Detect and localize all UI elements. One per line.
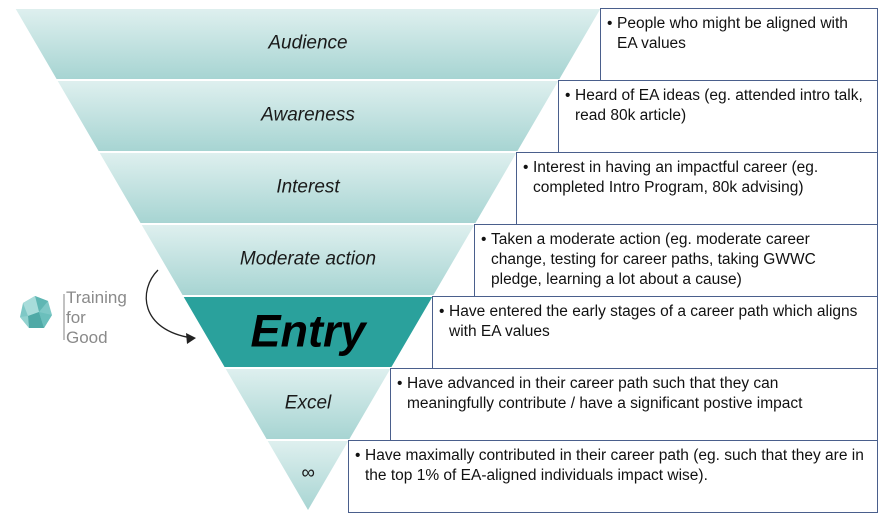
description-text: Heard of EA ideas (eg. attended intro ta… [575,87,863,124]
stage-label: ∞ [301,462,315,484]
stage-description: •Interest in having an impactful career … [518,154,875,223]
stage-description: •Heard of EA ideas (eg. attended intro t… [560,82,875,151]
description-text: Have advanced in their career path such … [407,375,803,412]
stage-label: Excel [284,392,332,414]
bullet-icon: • [355,447,361,464]
bullet-icon: • [397,375,403,392]
stage-description: •Taken a moderate action (eg. moderate c… [476,226,875,295]
stage-label: Entry [250,305,366,357]
bullet-icon: • [523,159,529,176]
logo-line: Good [66,328,108,347]
arrow-head-icon [186,333,196,344]
logo-line: Training [66,288,127,307]
stage-description: •Have advanced in their career path such… [392,370,875,439]
stage-label: Audience [268,32,348,54]
description-text: Interest in having an impactful career (… [533,159,819,196]
bullet-icon: • [607,15,613,32]
bullet-icon: • [565,87,571,104]
funnel-stage-6 [264,439,352,514]
stage-description: •Have entered the early stages of a care… [434,298,875,367]
bullet-icon: • [481,231,487,248]
description-text: Have maximally contributed in their care… [365,447,864,484]
training-for-good-logo-icon [20,294,65,340]
curved-arrow-line [145,269,193,339]
description-box-frame [348,440,878,513]
description-text: Taken a moderate action (eg. moderate ca… [491,231,816,288]
bullet-icon: • [439,303,445,320]
description-text: Have entered the early stages of a caree… [449,303,858,340]
logo-wordmark: Training for Good [66,288,146,348]
logo-line: for [66,308,86,327]
description-text: People who might be aligned with EA valu… [617,15,848,52]
stage-description: •Have maximally contributed in their car… [350,442,875,511]
stage-label: Moderate action [239,248,377,270]
stage-label: Interest [276,176,340,198]
stage-description: •People who might be aligned with EA val… [602,10,875,79]
stage-label: Awareness [261,104,355,126]
